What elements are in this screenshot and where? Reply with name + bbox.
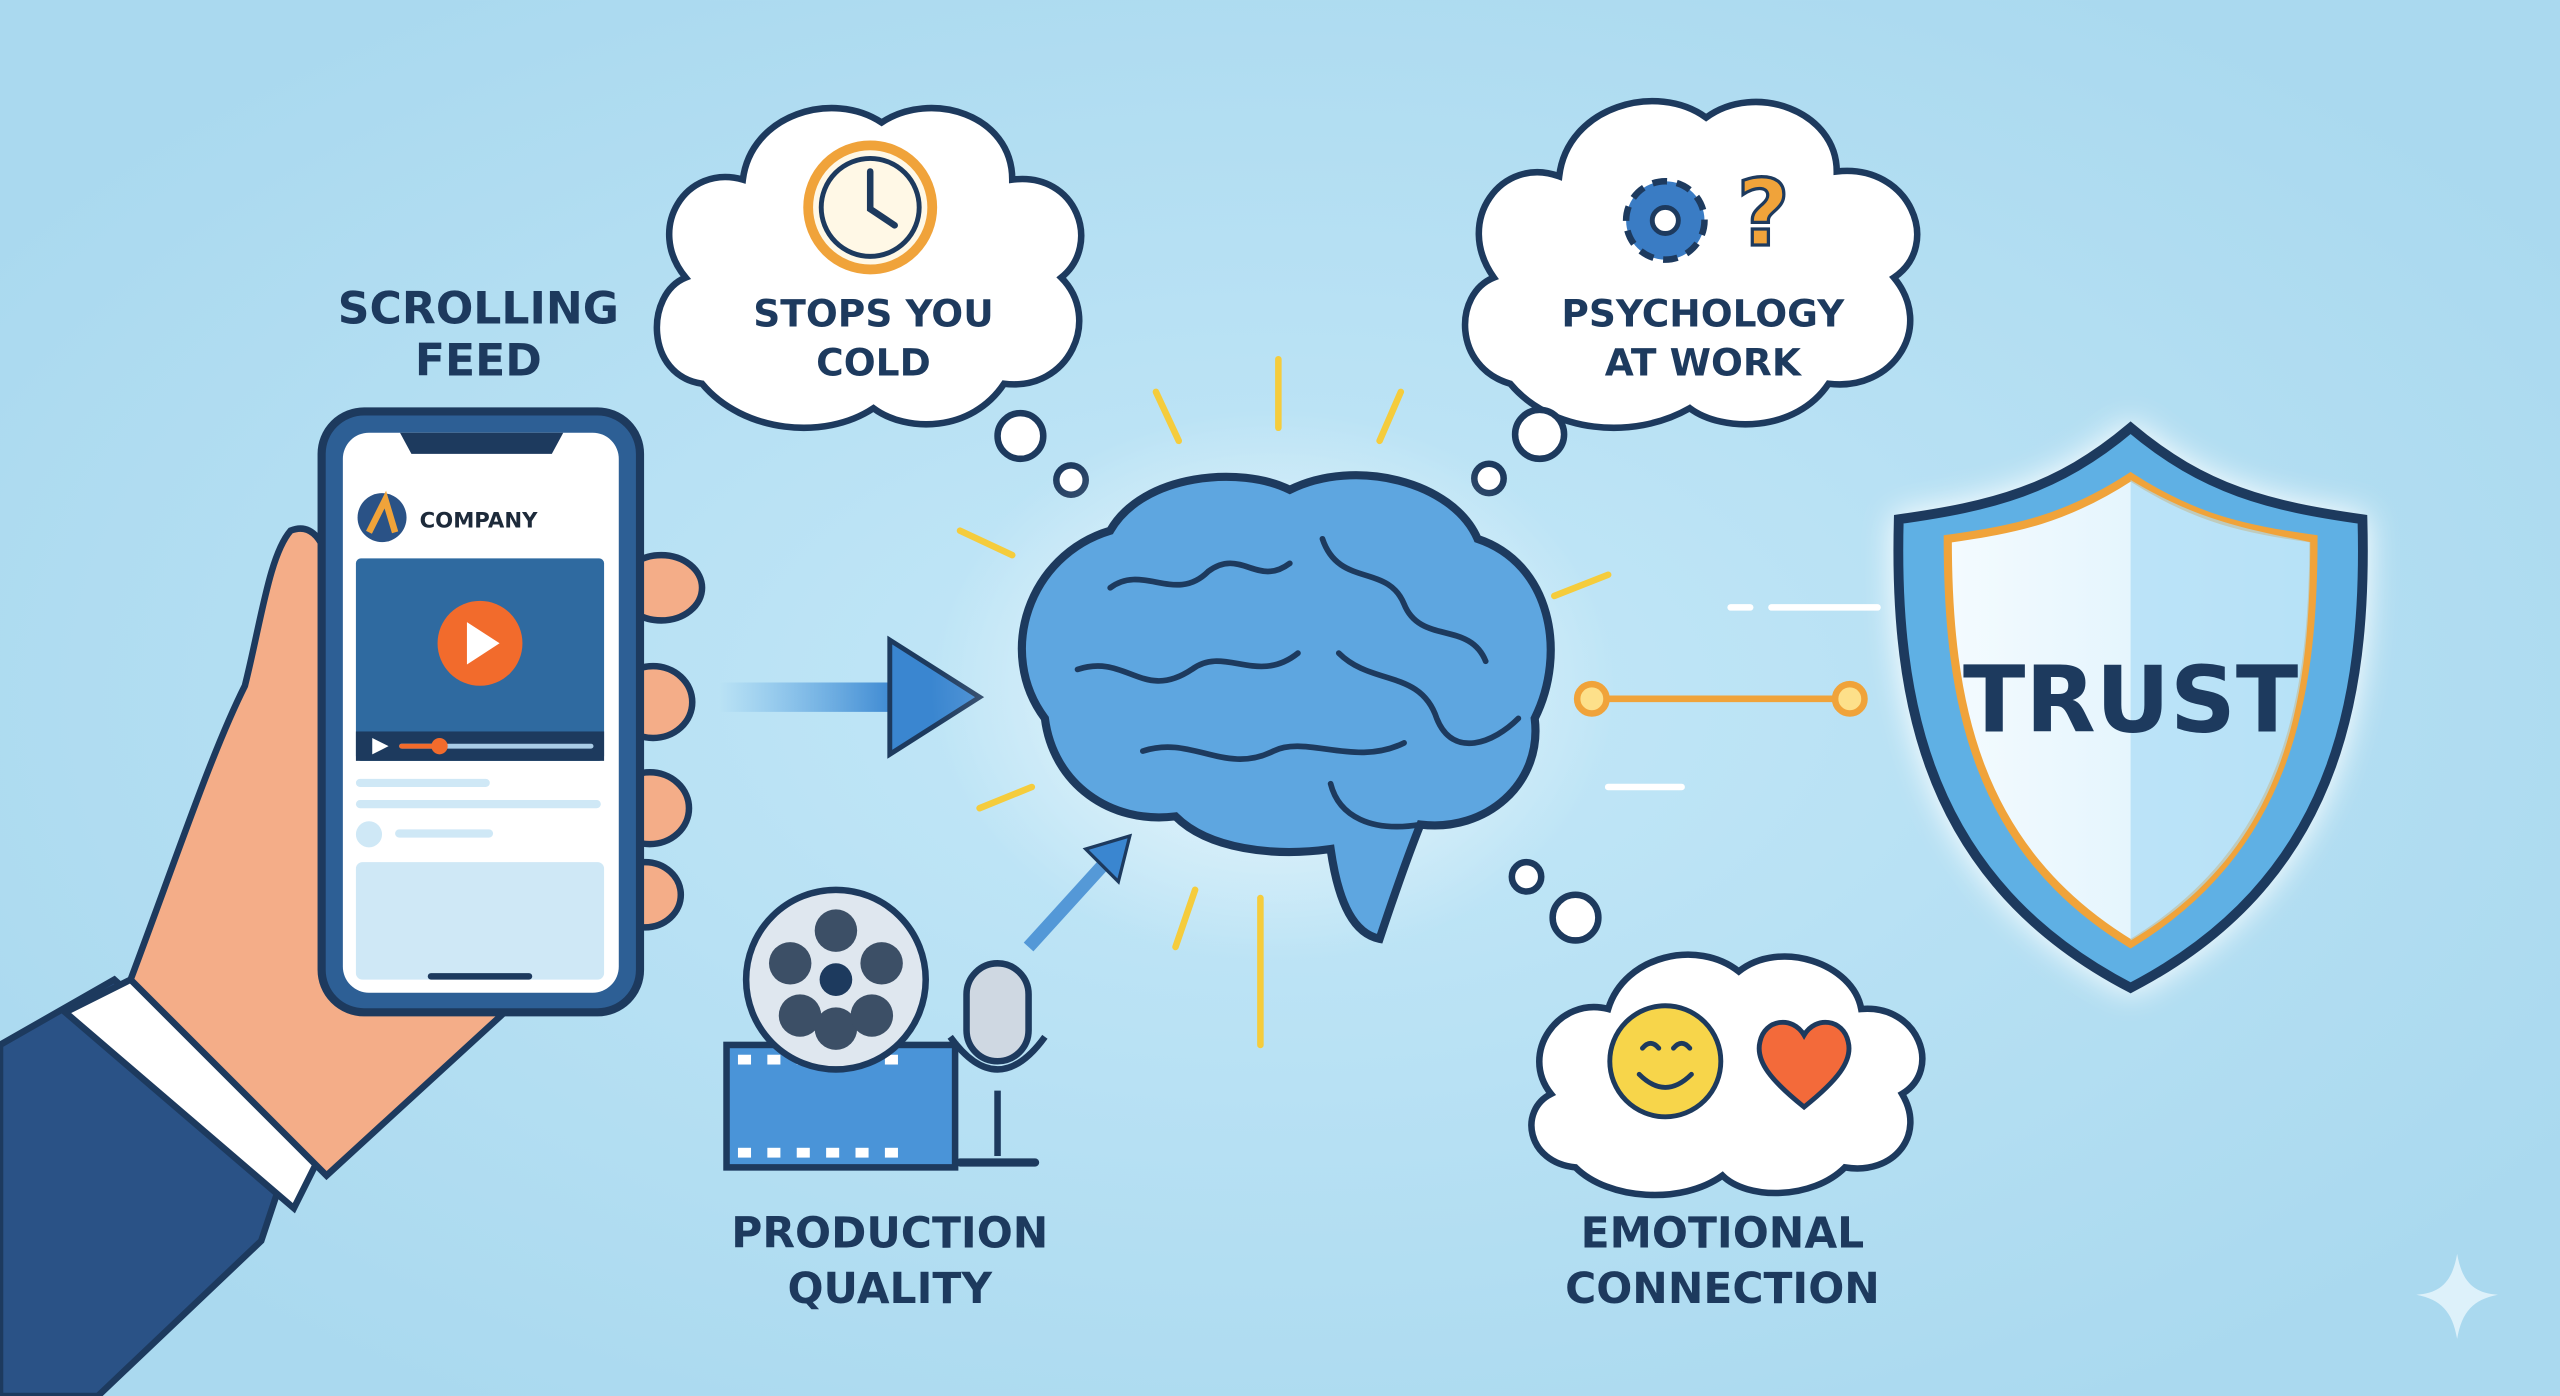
thought-text-line2: COLD (816, 341, 931, 385)
shield-icon: TRUST (1893, 421, 2368, 994)
production-text-line1: PRODUCTION (731, 1209, 1048, 1258)
small-arrow (1082, 833, 1133, 885)
thought-text-line1: EMOTIONAL (1581, 1209, 1865, 1258)
phone-notch (400, 432, 564, 454)
feed-avatar-placeholder (355, 821, 383, 848)
thought-text-line2: CONNECTION (1565, 1265, 1880, 1314)
thought-psychology-at-work: ? PSYCHOLOGY AT WORK (1461, 98, 1921, 497)
heart-icon (1756, 1019, 1852, 1111)
sparkle-icon (2416, 1253, 2498, 1339)
small-play-icon[interactable] (372, 738, 389, 755)
feed-placeholder (355, 778, 490, 787)
microphone-icon (947, 960, 1048, 1167)
home-indicator (427, 973, 533, 980)
feed-card-placeholder (355, 862, 605, 980)
trust-label: TRUST (1963, 646, 2298, 753)
smiley-icon (1607, 1003, 1724, 1120)
connector-brain-to-trust (1573, 604, 1881, 791)
thought-text-line2: AT WORK (1605, 341, 1803, 385)
company-name: COMPANY (420, 508, 539, 533)
brain-icon (930, 355, 1617, 1049)
thought-text-line1: STOPS YOU (753, 292, 993, 336)
question-mark-icon: ? (1737, 160, 1790, 267)
film-reel-icon (742, 886, 929, 1073)
phone-heading-line2: FEED (415, 336, 542, 387)
feed-placeholder (355, 800, 601, 809)
phone: SCROLLING FEED COMPANY (317, 283, 645, 1017)
gear-icon (1622, 177, 1708, 263)
production-text-line2: QUALITY (787, 1265, 993, 1314)
feed-placeholder (395, 829, 494, 838)
progress-knob[interactable] (431, 738, 448, 755)
thought-emotional-connection: EMOTIONAL CONNECTION (1508, 858, 1926, 1314)
production-quality: PRODUCTION QUALITY (723, 833, 1133, 1314)
play-icon (466, 622, 500, 665)
thought-text-line1: PSYCHOLOGY (1561, 292, 1845, 336)
phone-heading-line1: SCROLLING (338, 283, 619, 334)
